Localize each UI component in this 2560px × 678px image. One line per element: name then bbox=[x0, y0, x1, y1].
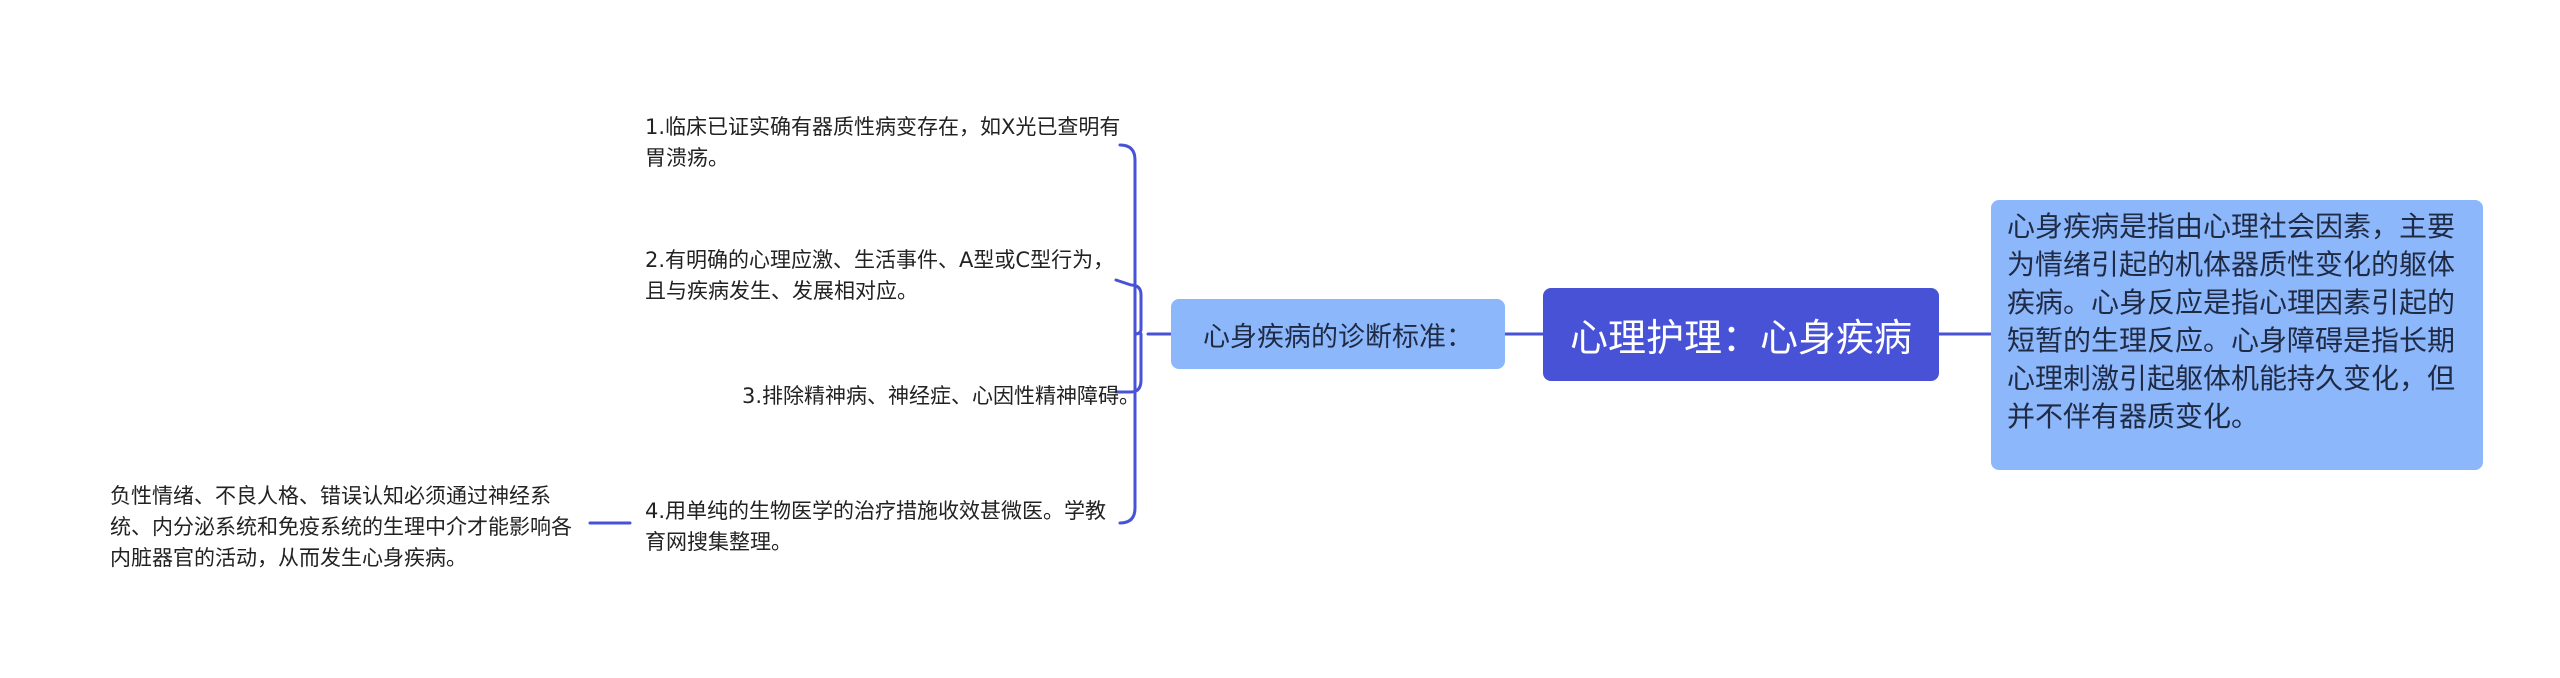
criteria-item-3[interactable]: 3.排除精神病、神经症、心因性精神障碍。 bbox=[741, 384, 1140, 408]
criteria-item-4[interactable]: 4.用单纯的生物医学的治疗措施收效甚微医。学教育网搜集整理。 bbox=[645, 499, 1107, 554]
criteria-item-1[interactable]: 1.临床已证实确有器质性病变存在，如X光已查明有胃溃疡。 bbox=[645, 115, 1121, 170]
root-topic[interactable]: 心理护理：心身疾病 bbox=[1543, 288, 1939, 381]
bracket-items bbox=[1118, 143, 1137, 525]
criteria-note[interactable]: 负性情绪、不良人格、错误认知必须通过神经系统、内分泌系统和免疫系统的生理中介才能… bbox=[110, 484, 572, 570]
criteria-item-2[interactable]: 2.有明确的心理应激、生活事件、A型或C型行为，且与疾病发生、发展相对应。 bbox=[645, 248, 1115, 303]
criteria-topic[interactable]: 心身疾病的诊断标准： bbox=[1171, 299, 1505, 369]
bracket-item3 bbox=[1114, 332, 1143, 394]
bracket-item2 bbox=[1114, 278, 1143, 336]
definition-node[interactable]: 心身疾病是指由心理社会因素，主要为情绪引起的机体器质性变化的躯体疾病。心身反应是… bbox=[1991, 200, 2483, 470]
